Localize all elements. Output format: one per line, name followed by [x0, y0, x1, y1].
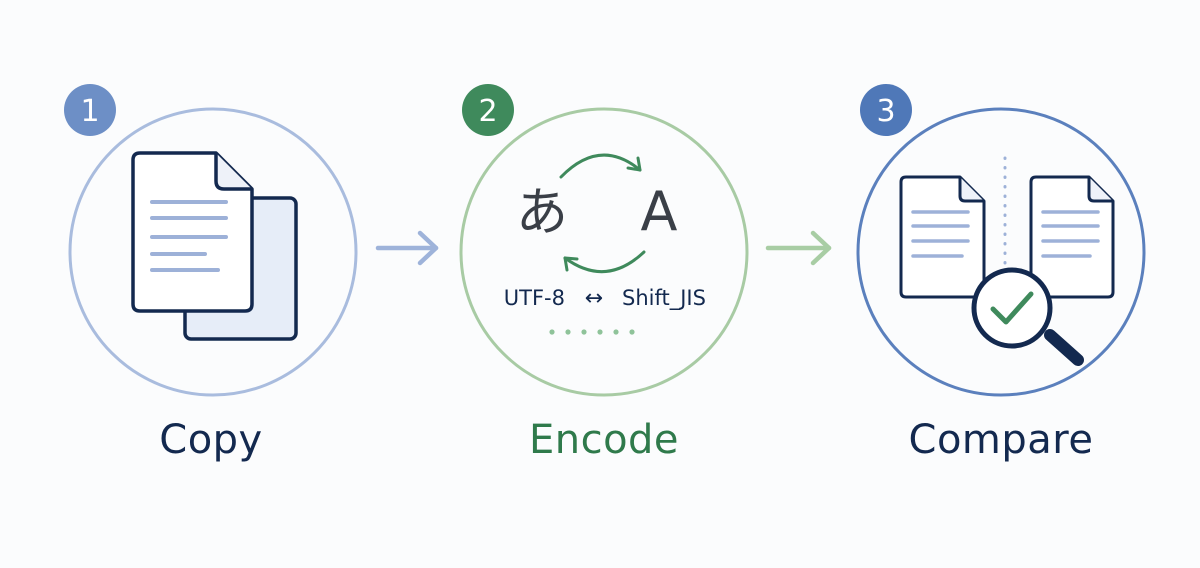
step-compare-badge: 3 [860, 84, 912, 136]
step-encode-badge: 2 [462, 84, 514, 136]
step-compare-number: 3 [876, 94, 895, 129]
encoding-cycle-icon: あ A [516, 153, 678, 273]
target-encoding: Shift_JIS [622, 286, 706, 311]
progress-dots [549, 329, 635, 335]
step-copy: 1 [64, 84, 358, 397]
target-character: A [641, 180, 678, 243]
step-encode-label: Encode [528, 417, 680, 463]
step-copy-badge: 1 [64, 84, 116, 136]
step-compare-ring [856, 107, 1146, 397]
documents-copy-icon [131, 151, 298, 341]
step-copy-label: Copy [159, 417, 263, 463]
source-encoding: UTF-8 [504, 286, 565, 310]
step-encode-ring [459, 107, 749, 397]
step-encode: 2 あ A UTF-8 ↔ Shift_JIS [459, 84, 749, 397]
step-compare: 3 [856, 84, 1146, 397]
compare-magnifier-icon [899, 156, 1115, 366]
step-compare-label: Compare [908, 417, 1094, 463]
step-copy-number: 1 [80, 94, 99, 129]
checkmark-icon [990, 291, 1034, 325]
step-encode-number: 2 [478, 94, 497, 129]
source-character: あ [516, 183, 568, 243]
arrow-right-icon [375, 230, 439, 266]
arrow-right-icon [765, 230, 832, 266]
encoding-pair: UTF-8 ↔ Shift_JIS [504, 286, 706, 311]
bidirectional-arrow-icon: ↔ [585, 286, 603, 311]
step-copy-ring [68, 107, 358, 397]
